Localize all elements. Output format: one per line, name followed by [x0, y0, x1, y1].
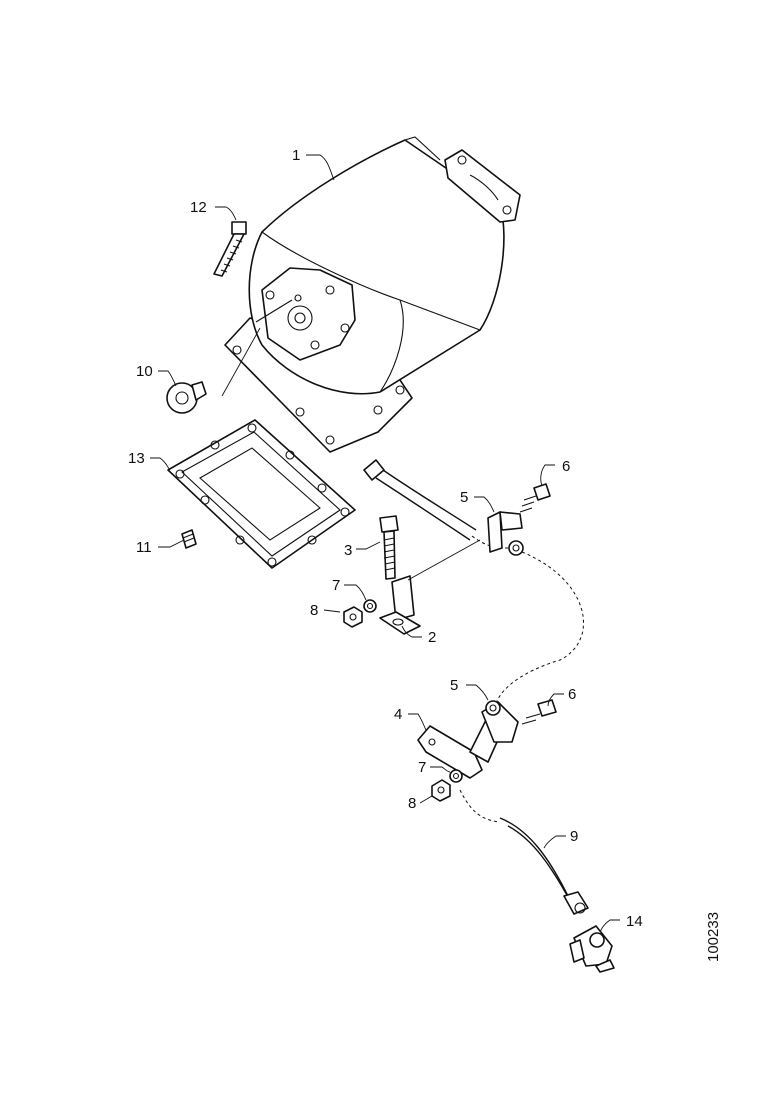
- callout-2: 2: [428, 629, 436, 646]
- figure-reference-number: 100233: [705, 912, 722, 962]
- callout-8-lower: 8: [408, 795, 416, 812]
- callout-5-upper: 5: [460, 489, 468, 506]
- part-2-bracket: [379, 575, 421, 635]
- part-7-washer-upper: [363, 599, 377, 613]
- callout-10: 10: [136, 363, 153, 380]
- callout-14: 14: [626, 913, 643, 930]
- callout-11: 11: [136, 539, 152, 556]
- callout-9: 9: [570, 828, 578, 845]
- part-8-nut-upper: [343, 606, 363, 628]
- part-7-washer-lower: [449, 769, 463, 783]
- part-5-clip-upper: [487, 511, 524, 556]
- part-1-housing: [224, 136, 521, 453]
- callout-8-upper: 8: [310, 602, 318, 619]
- part-13-gasket: [167, 419, 356, 569]
- callout-12: 12: [190, 199, 207, 216]
- part-6-bolt-upper: [519, 483, 551, 513]
- part-10-plug: [166, 381, 207, 414]
- hose-routing-line: [495, 551, 584, 705]
- callout-1: 1: [292, 147, 300, 164]
- leader-lines: [150, 154, 620, 933]
- part-11-fitting: [181, 529, 197, 549]
- part-5-clip-lower: [481, 700, 519, 743]
- callout-4: 4: [394, 706, 402, 723]
- callout-5-lower: 5: [450, 677, 458, 694]
- upper-hose: [363, 459, 511, 549]
- part-3-bolt: [379, 515, 399, 580]
- part-8-nut-lower: [431, 779, 451, 802]
- callout-6-upper: 6: [562, 458, 570, 475]
- callout-labels: 1 12 10 13 11 3 7 8 2 5 6 5 6 4 7 8 9 14: [128, 147, 643, 930]
- part-12-bolt: [213, 221, 247, 277]
- callout-6-lower: 6: [568, 686, 576, 703]
- callout-3: 3: [344, 542, 352, 559]
- part-14-fitting: [569, 925, 615, 973]
- part-9-hose: [459, 789, 589, 915]
- callout-7-upper: 7: [332, 577, 340, 594]
- callout-13: 13: [128, 450, 145, 467]
- bracket-alignment-line: [407, 539, 481, 581]
- callout-7-lower: 7: [418, 759, 426, 776]
- part-6-bolt-lower: [521, 699, 557, 725]
- clip-alignment-line: [221, 327, 261, 397]
